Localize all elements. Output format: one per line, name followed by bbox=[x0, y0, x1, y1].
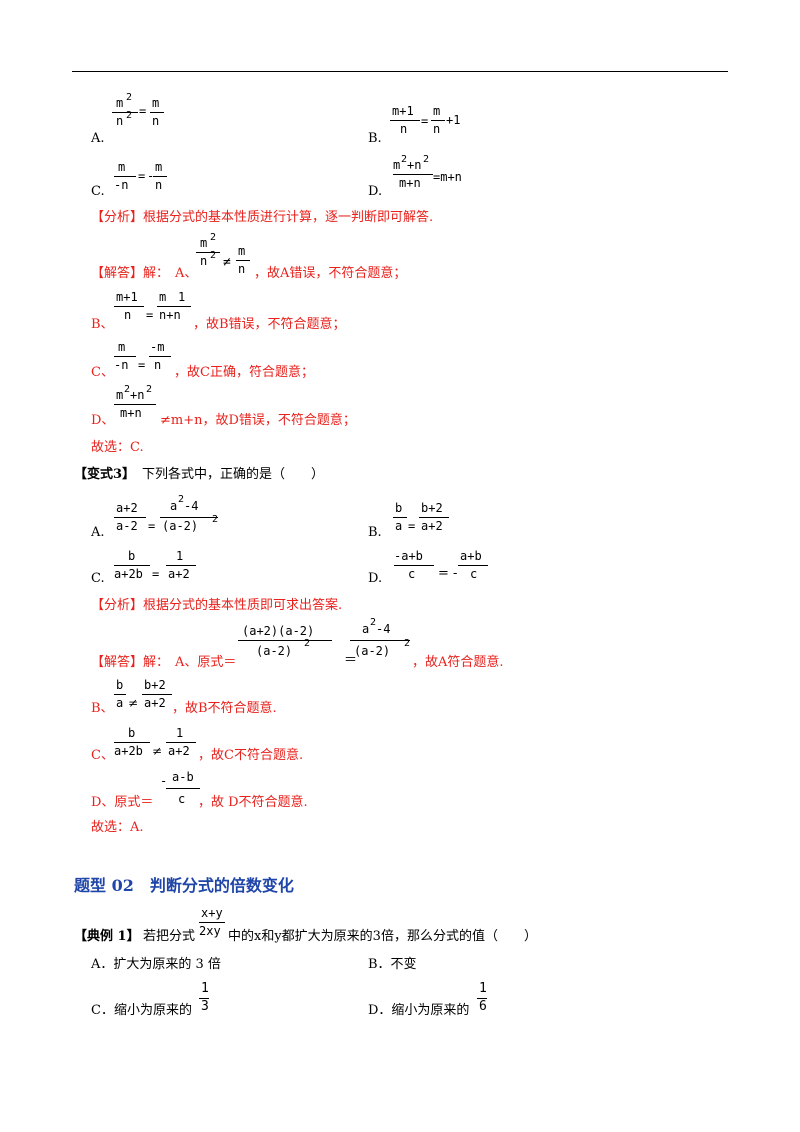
analysis-text: 【分析】根据分式的基本性质进行计算，逐一判断即可解答. bbox=[91, 210, 434, 225]
variant3-choice: 故选：A. bbox=[91, 820, 144, 835]
option-label: A. bbox=[91, 131, 105, 146]
example1-option-a: A．扩大为原来的 3 倍 bbox=[91, 957, 221, 972]
example1-option-b: B．不变 bbox=[368, 957, 417, 972]
variant3-analysis: 【分析】根据分式的基本性质即可求出答案. bbox=[91, 598, 343, 613]
header-rule bbox=[72, 71, 728, 72]
section-title: 题型 02 判断分式的倍数变化 bbox=[74, 876, 294, 895]
choice-text: 故选：C. bbox=[91, 440, 144, 455]
